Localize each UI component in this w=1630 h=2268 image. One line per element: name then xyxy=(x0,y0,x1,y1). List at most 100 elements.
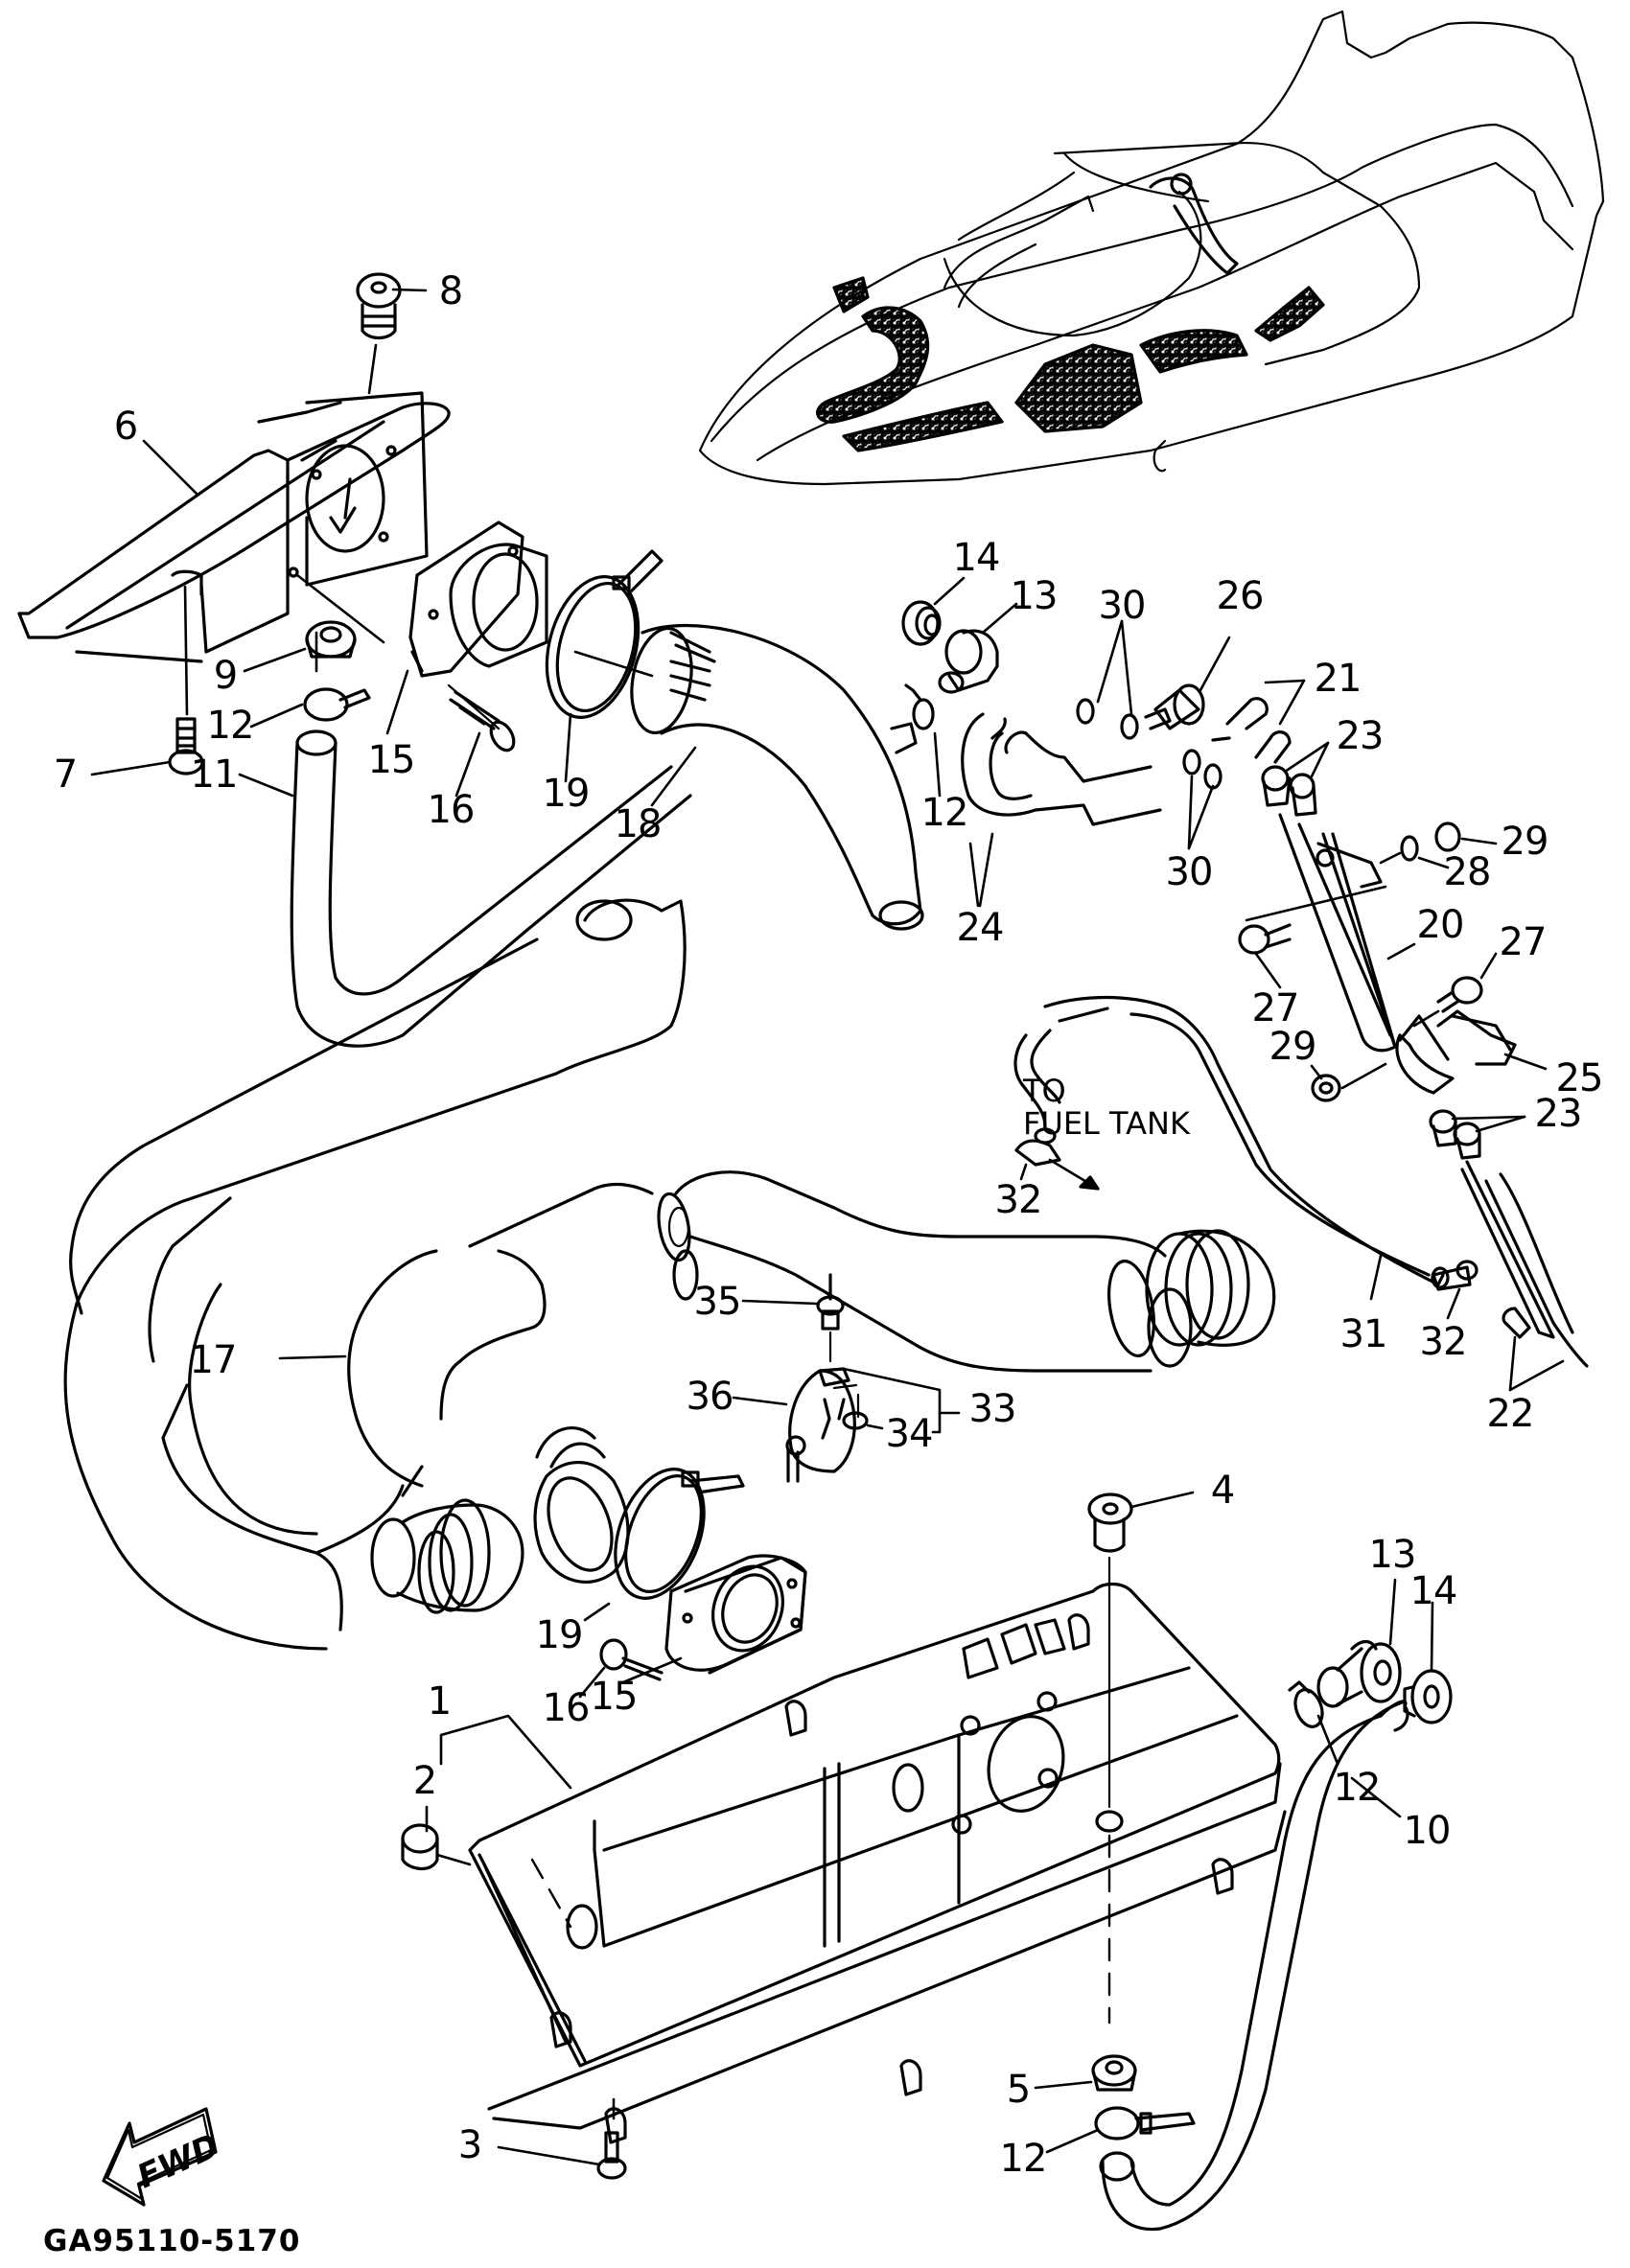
part-nut-14-right xyxy=(1403,1601,1453,1724)
callout-13-right: 13 xyxy=(1368,1533,1417,1577)
part-clip-32-upper xyxy=(1014,1139,1100,1191)
part-hose-31 xyxy=(1013,995,1450,1301)
callout-19-upper: 19 xyxy=(542,772,591,816)
part-nut-29-lower xyxy=(1310,1064,1341,1102)
part-joint-13-right xyxy=(1316,1578,1402,1708)
part-pipe-20 xyxy=(1245,813,1416,1053)
callout-23-upper: 23 xyxy=(1336,714,1385,758)
watercraft-hull-inset xyxy=(698,10,1605,486)
part-screw-16-lower xyxy=(578,1638,664,1699)
part-hose-11 xyxy=(238,729,692,1048)
part-nut-9 xyxy=(243,620,357,673)
callout-12-upper: 12 xyxy=(920,791,969,835)
callout-27-right: 27 xyxy=(1499,920,1548,964)
callout-12-left: 12 xyxy=(206,704,255,748)
callout-4: 4 xyxy=(1210,1469,1235,1513)
to-fuel-tank-note: TO FUEL TANK xyxy=(1023,1073,1190,1142)
callout-13-upper: 13 xyxy=(1010,574,1059,618)
part-exhaust-hose-18 xyxy=(630,623,924,931)
part-washer-28-nut-29 xyxy=(1379,822,1498,869)
callout-32-lower: 32 xyxy=(1419,1320,1468,1364)
callout-30-upper: 30 xyxy=(1098,584,1147,628)
callout-11: 11 xyxy=(190,752,239,797)
part-nut-14-upper xyxy=(901,576,966,646)
callout-15-lower: 15 xyxy=(590,1675,639,1719)
callout-21: 21 xyxy=(1314,657,1362,701)
part-clips-23-lower xyxy=(1429,1109,1526,1160)
callout-9: 9 xyxy=(213,654,238,698)
part-band-19-upper xyxy=(545,549,664,783)
callout-8: 8 xyxy=(438,269,463,313)
callout-29-lower: 29 xyxy=(1269,1025,1317,1069)
part-clamp-12-upper xyxy=(890,683,942,798)
callout-25: 25 xyxy=(1555,1056,1604,1100)
callout-28: 28 xyxy=(1443,850,1492,894)
callout-30-lower: 30 xyxy=(1165,850,1214,894)
part-bolt-27-right xyxy=(1412,952,1498,1028)
part-hose-22 xyxy=(1460,1160,1589,1392)
part-exhaust-hose-17 xyxy=(161,1182,699,1632)
part-bracket-25 xyxy=(1340,1009,1548,1095)
part-band-19-lower xyxy=(583,1468,745,1622)
part-joint-13-upper xyxy=(938,602,1018,694)
callout-19-lower: 19 xyxy=(535,1613,584,1657)
part-clamp-12-bottom xyxy=(1045,2106,1196,2154)
callout-16-lower: 16 xyxy=(542,1686,591,1730)
note-line-1: TO xyxy=(1023,1073,1066,1109)
callout-29-upper: 29 xyxy=(1501,820,1549,864)
note-line-2: FUEL TANK xyxy=(1023,1104,1190,1142)
drawing-code: GA95110-5170 xyxy=(43,2224,301,2258)
callout-14-right: 14 xyxy=(1409,1569,1458,1613)
part-cover-bracket-6 xyxy=(17,391,451,716)
bracket-33 xyxy=(842,1367,961,1434)
part-screw-16-upper xyxy=(447,683,516,798)
callout-22: 22 xyxy=(1486,1392,1535,1436)
part-bellows-lower xyxy=(370,1498,524,1614)
callout-23-lower: 23 xyxy=(1534,1092,1583,1136)
fwd-label: FWD xyxy=(131,2126,225,2196)
part-water-box-1 xyxy=(439,1582,1287,2144)
callout-15-upper: 15 xyxy=(367,738,416,782)
callout-12-right: 12 xyxy=(1333,1766,1382,1810)
callout-36: 36 xyxy=(686,1375,734,1419)
callout-6: 6 xyxy=(113,405,138,449)
callout-35: 35 xyxy=(693,1280,742,1324)
callout-32-upper: 32 xyxy=(994,1178,1043,1222)
callout-5: 5 xyxy=(1006,2068,1031,2112)
part-clip-32-lower xyxy=(1432,1260,1479,1320)
fwd-arrow-icon xyxy=(102,2107,218,2207)
callout-10: 10 xyxy=(1403,1809,1452,1853)
callout-18: 18 xyxy=(614,802,663,846)
part-bolt-7 xyxy=(90,717,204,776)
part-nut-34 xyxy=(832,1383,884,1430)
callout-2: 2 xyxy=(412,1759,437,1803)
callout-26: 26 xyxy=(1216,574,1265,618)
callout-27-left: 27 xyxy=(1251,986,1300,1030)
part-exhaust-hose-17-upper xyxy=(63,898,687,1651)
callout-16-upper: 16 xyxy=(427,788,476,832)
part-hose-21 xyxy=(1211,679,1306,764)
part-bolt-27-left xyxy=(1238,923,1292,989)
callout-3: 3 xyxy=(457,2123,482,2167)
callout-17: 17 xyxy=(189,1338,238,1382)
part-clamp-12-right xyxy=(1288,1680,1339,1766)
part-clips-23-upper xyxy=(1261,741,1330,817)
part-hose-24 xyxy=(961,712,1162,908)
callout-12-bottom: 12 xyxy=(999,2137,1048,2181)
callout-24: 24 xyxy=(956,906,1005,950)
part-band-36 xyxy=(732,1367,856,1483)
part-clips-30 xyxy=(1076,619,1222,850)
part-bolt-3 xyxy=(497,2097,627,2180)
part-plug-2 xyxy=(401,1805,472,1870)
callout-34: 34 xyxy=(885,1412,934,1456)
part-exhaust-hose-middle xyxy=(674,1170,1276,1373)
callout-31: 31 xyxy=(1339,1312,1388,1356)
callout-7: 7 xyxy=(53,752,78,797)
part-joint-26 xyxy=(1144,636,1231,730)
part-drain-plug-4 xyxy=(1087,1491,1195,2025)
part-bolt-35 xyxy=(741,1273,845,1363)
part-nut-5 xyxy=(1034,2054,1137,2092)
